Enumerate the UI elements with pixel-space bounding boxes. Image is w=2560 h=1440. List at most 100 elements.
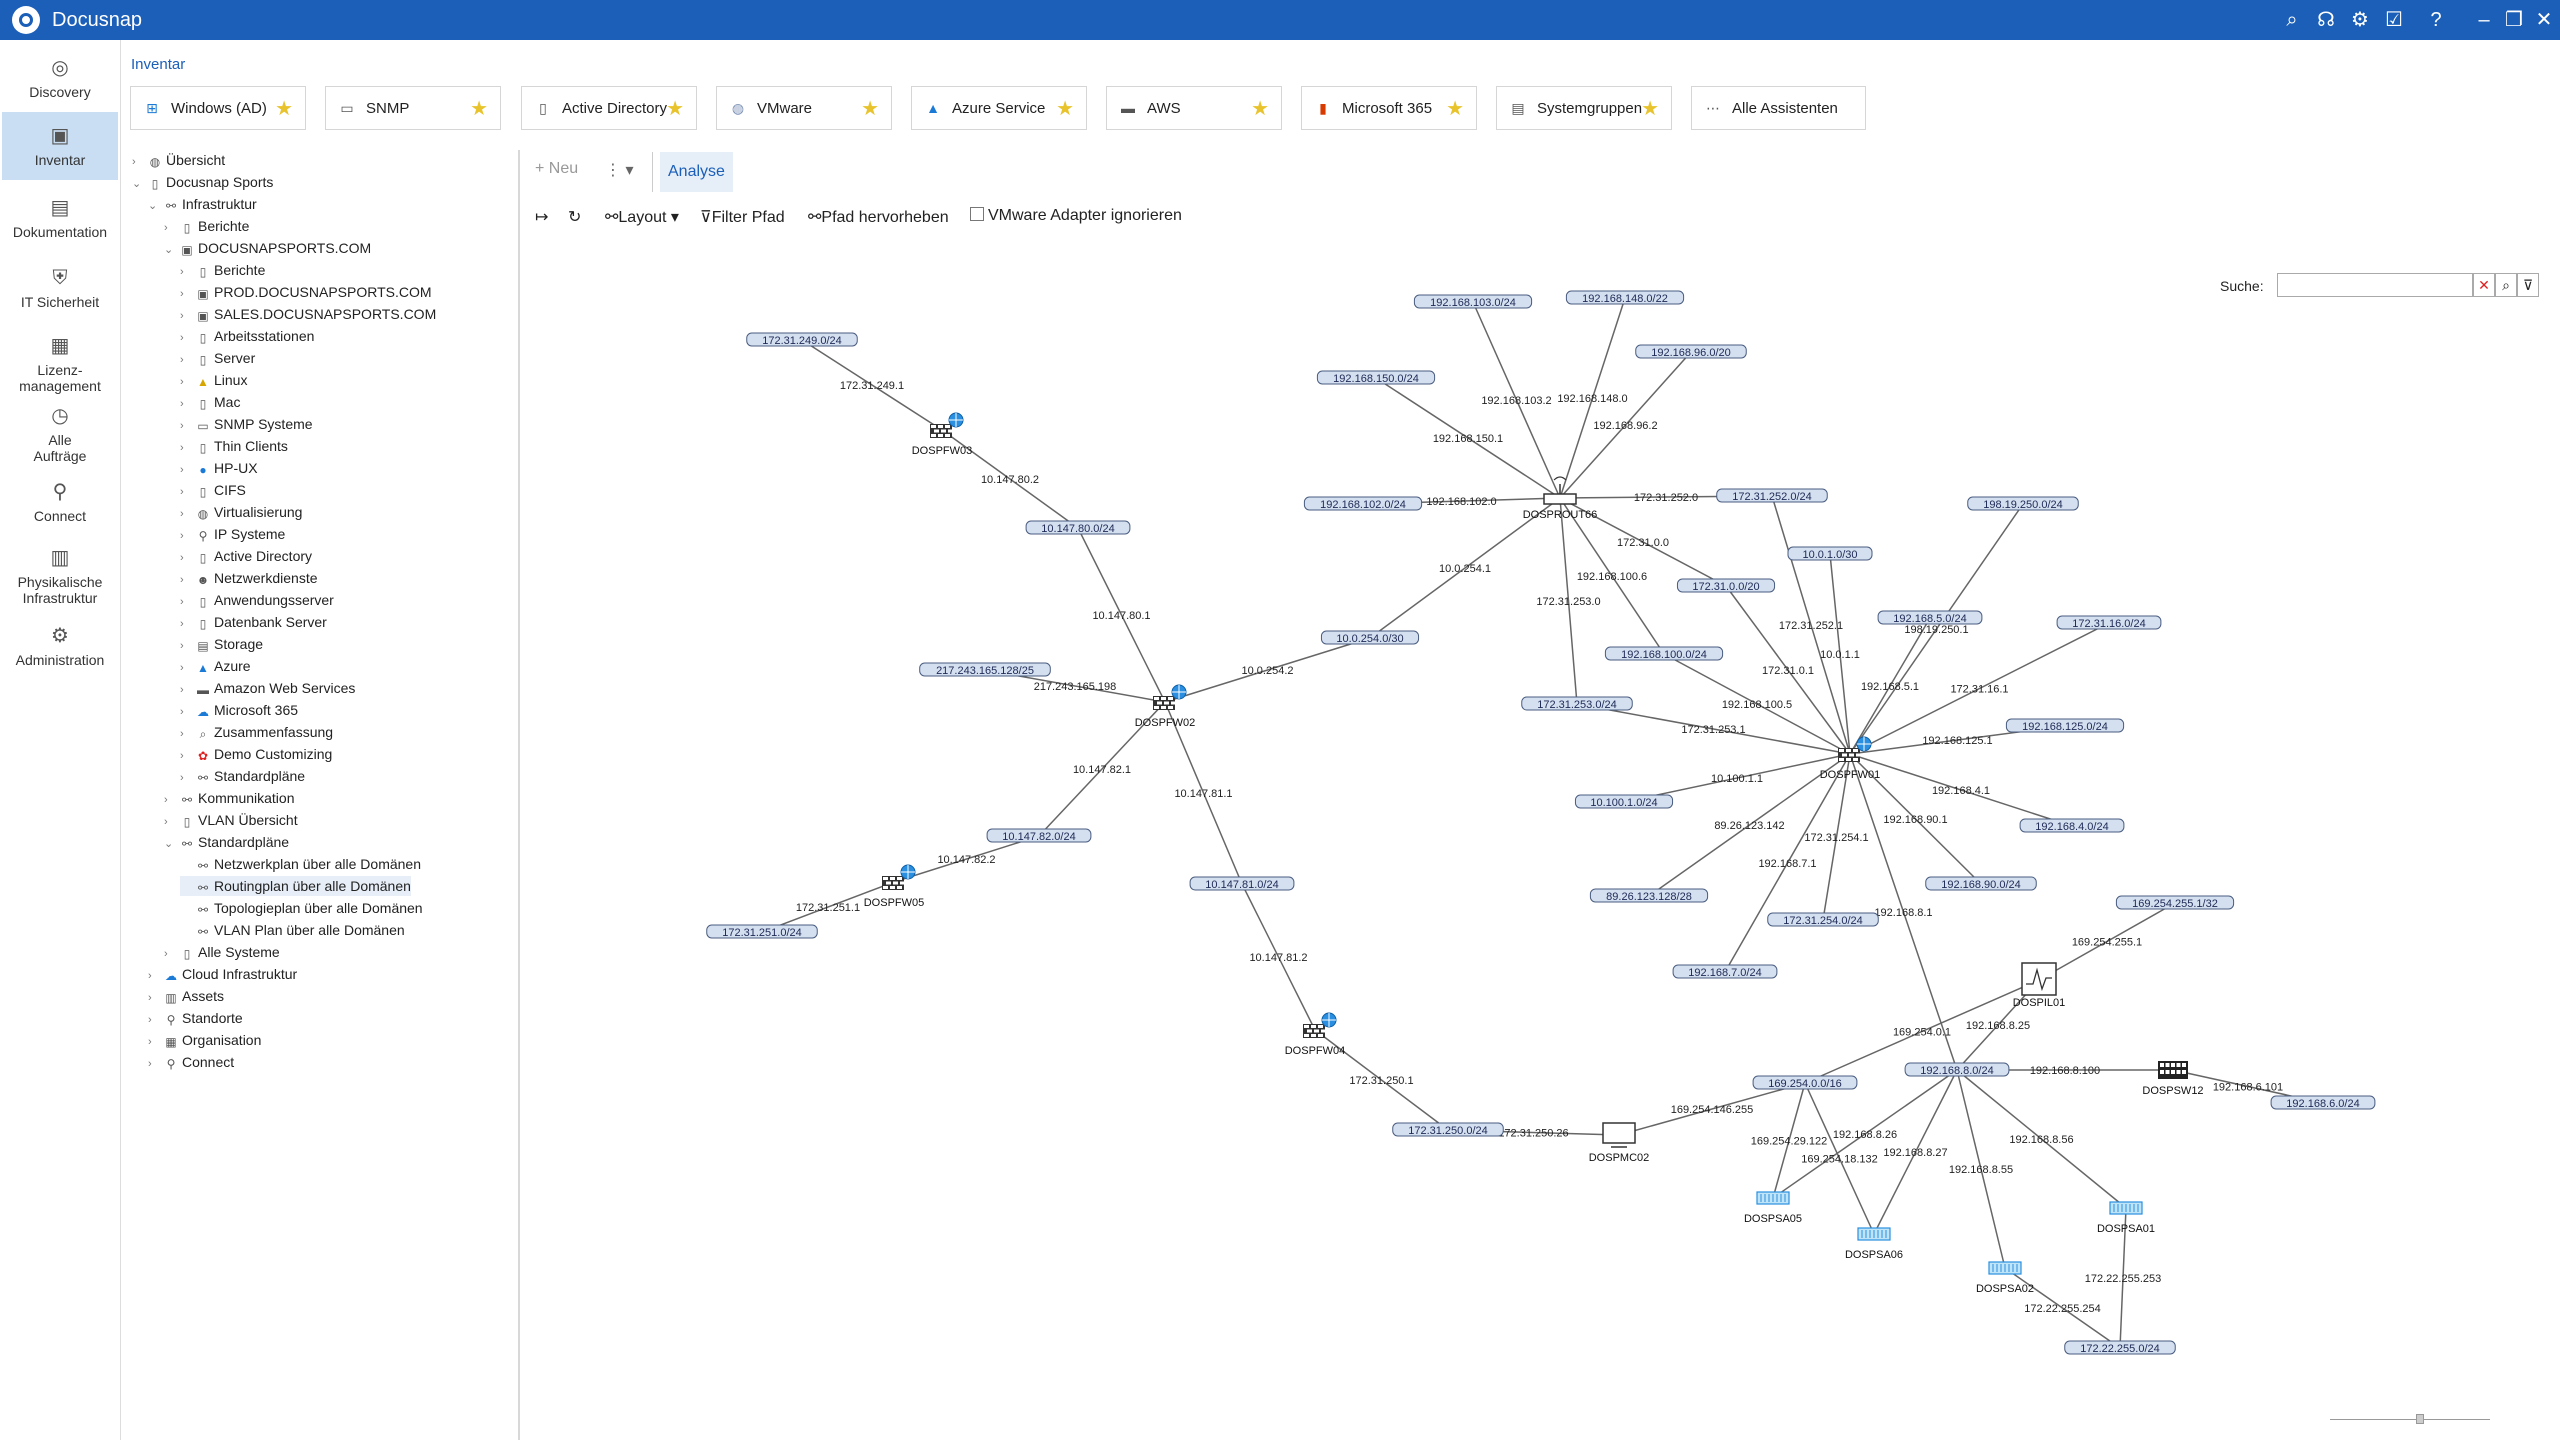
nav-item-auftraege[interactable]: ◷Alle Aufträge <box>2 398 118 464</box>
tree-item[interactable]: ⌄⚯Standardpläne <box>164 832 289 852</box>
search-input[interactable] <box>2277 273 2473 297</box>
chevron-right-icon[interactable]: › <box>148 992 152 1004</box>
chevron-right-icon[interactable]: › <box>180 618 184 630</box>
close-icon[interactable]: ✕ <box>2535 9 2553 31</box>
tree-item[interactable]: ›◍Virtualisierung <box>180 502 302 522</box>
graph-link[interactable] <box>1038 701 1166 837</box>
graph-link[interactable] <box>1804 979 2040 1084</box>
tree-item[interactable]: ›⚲Standorte <box>148 1008 243 1028</box>
chevron-right-icon[interactable]: › <box>180 530 184 542</box>
device-firewall[interactable]: DOSPFW01 <box>1820 736 1881 781</box>
filter-icon[interactable]: ⊽ <box>2517 273 2539 297</box>
highlight-path-button[interactable]: ⚯Pfad hervorheben <box>808 209 949 226</box>
nav-item-phys[interactable]: ▥Physikalische Infrastruktur <box>2 540 118 606</box>
chevron-right-icon[interactable]: › <box>180 772 184 784</box>
graph-link[interactable] <box>1576 703 1851 755</box>
chevron-right-icon[interactable]: › <box>180 332 184 344</box>
tree-item[interactable]: ›▦Organisation <box>148 1030 261 1050</box>
device-storage[interactable]: DOSPSA05 <box>1744 1191 1802 1225</box>
nav-item-connect[interactable]: ⚲Connect <box>2 474 118 534</box>
network-node[interactable]: 192.168.100.0/24 <box>1604 646 1724 661</box>
network-node[interactable]: 172.31.254.0/24 <box>1767 912 1879 927</box>
chevron-right-icon[interactable]: › <box>180 266 184 278</box>
quick-tile-snmp[interactable]: ▭SNMP★ <box>325 86 501 130</box>
graph-link[interactable] <box>1164 637 1371 703</box>
network-node[interactable]: 169.254.255.1/32 <box>2115 895 2235 910</box>
minimize-icon[interactable]: – <box>2478 9 2490 31</box>
device-firewall[interactable]: DOSPFW05 <box>864 864 925 909</box>
tree-item[interactable]: ›☻Netzwerkdienste <box>180 568 318 588</box>
tree-item[interactable]: ›●HP-UX <box>180 458 258 478</box>
network-node[interactable]: 10.147.82.0/24 <box>986 828 1092 843</box>
tree-item[interactable]: ›☁Cloud Infrastruktur <box>148 964 297 984</box>
tree-item[interactable]: ›▣SALES.DOCUSNAPSPORTS.COM <box>180 304 436 324</box>
nav-item-lizenz[interactable]: ▦Lizenz- management <box>2 328 118 394</box>
graph-link[interactable] <box>1623 753 1851 803</box>
tree-item[interactable]: ›⚲Connect <box>148 1052 234 1072</box>
chevron-right-icon[interactable]: › <box>180 398 184 410</box>
quick-tile-azure-service[interactable]: ▲Azure Service★ <box>911 86 1087 130</box>
nav-item-administration[interactable]: ⚙Administration <box>2 618 118 678</box>
favorite-star-icon[interactable]: ★ <box>861 98 879 120</box>
graph-link[interactable] <box>1956 1069 2127 1209</box>
quick-tile-alle-assistenten[interactable]: ⋯Alle Assistenten <box>1691 86 1866 130</box>
arrow-right-icon[interactable]: ↦ <box>535 209 549 226</box>
graph-link[interactable] <box>2119 1207 2127 1349</box>
chevron-right-icon[interactable]: › <box>180 508 184 520</box>
network-node[interactable]: 192.168.96.0/20 <box>1635 344 1747 359</box>
tree-item[interactable]: ⚯Netzwerkplan über alle Domänen <box>180 854 421 874</box>
chevron-right-icon[interactable]: › <box>148 1014 152 1026</box>
chevron-right-icon[interactable]: › <box>180 354 184 366</box>
graph-link[interactable] <box>893 835 1040 883</box>
network-node[interactable]: 192.168.4.0/24 <box>2019 818 2125 833</box>
graph-link[interactable] <box>1849 753 2073 827</box>
help-icon[interactable]: ? <box>2430 9 2442 31</box>
network-node[interactable]: 192.168.148.0/22 <box>1565 290 1685 305</box>
graph-link[interactable] <box>1559 351 1692 499</box>
graph-link[interactable] <box>1772 1082 1806 1199</box>
headset-icon[interactable]: ☊ <box>2317 9 2335 31</box>
layout-button[interactable]: ⚯Layout ▾ <box>605 209 679 226</box>
tree-item[interactable]: ⌄⚯Infrastruktur <box>148 194 257 214</box>
tree-item[interactable]: ›▤Storage <box>180 634 263 654</box>
tree-item[interactable]: ⚯VLAN Plan über alle Domänen <box>180 920 405 940</box>
pane-splitter[interactable] <box>518 150 520 1440</box>
graph-link[interactable] <box>1849 753 1982 885</box>
tree-item[interactable]: ⚯Topologieplan über alle Domänen <box>180 898 423 918</box>
device-firewall[interactable]: DOSPFW03 <box>912 412 973 457</box>
zoom-slider[interactable] <box>2330 1414 2500 1424</box>
chevron-right-icon[interactable]: › <box>180 420 184 432</box>
tree-item[interactable]: ›⚯Kommunikation <box>164 788 295 808</box>
chevron-right-icon[interactable]: › <box>164 948 168 960</box>
tree-item[interactable]: ›▯CIFS <box>180 480 246 500</box>
tree-item[interactable]: ›▯Server <box>180 348 255 368</box>
chevron-right-icon[interactable]: › <box>180 662 184 674</box>
nav-item-dokumentation[interactable]: ▤Dokumentation <box>2 190 118 250</box>
graph-link[interactable] <box>801 339 943 431</box>
chevron-down-icon[interactable]: ⌄ <box>132 178 142 190</box>
chevron-down-icon[interactable]: ⌄ <box>164 244 174 256</box>
checkbox-unchecked[interactable] <box>970 207 984 221</box>
tree-item[interactable]: ⚯Routingplan über alle Domänen <box>180 876 411 896</box>
network-node[interactable]: 217.243.165.128/25 <box>919 662 1051 677</box>
device-storage[interactable]: DOSPSA06 <box>1845 1227 1903 1261</box>
chevron-right-icon[interactable]: › <box>180 376 184 388</box>
ignore-vmware-checkbox[interactable]: VMware Adapter ignorieren <box>970 207 1182 225</box>
device-firewall[interactable]: DOSPFW04 <box>1285 1012 1346 1057</box>
tree-item[interactable]: ›☁Microsoft 365 <box>180 700 298 720</box>
network-node[interactable]: 172.31.250.0/24 <box>1392 1122 1504 1137</box>
network-node[interactable]: 192.168.5.0/24 <box>1877 610 1983 625</box>
refresh-icon[interactable]: ↻ <box>568 209 582 226</box>
favorite-star-icon[interactable]: ★ <box>275 98 293 120</box>
more-menu-button[interactable]: ⋮ ▾ <box>605 162 634 179</box>
graph-link[interactable] <box>1375 377 1561 499</box>
chevron-right-icon[interactable]: › <box>164 794 168 806</box>
favorite-star-icon[interactable]: ★ <box>1056 98 1074 120</box>
chevron-down-icon[interactable]: ⌄ <box>164 838 174 850</box>
chevron-right-icon[interactable]: › <box>180 750 184 762</box>
tree-item[interactable]: ›▯Anwendungsserver <box>180 590 334 610</box>
tree-item[interactable]: ›▯Berichte <box>164 216 249 236</box>
chevron-right-icon[interactable]: › <box>148 970 152 982</box>
quick-tile-systemgruppen[interactable]: ▤Systemgruppen★ <box>1496 86 1672 130</box>
